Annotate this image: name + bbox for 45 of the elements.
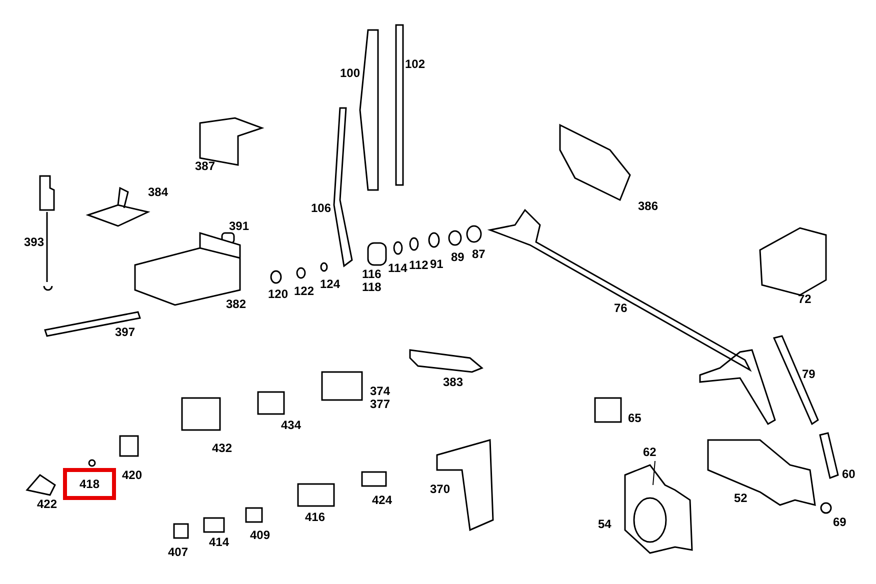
callout-number: 414 (209, 536, 230, 549)
callout-number: 407 (168, 546, 188, 559)
callout-number: 116 (362, 268, 382, 281)
callout-number: 54 (598, 518, 612, 531)
callout-number: 102 (405, 58, 426, 71)
callout-number: 76 (614, 302, 628, 315)
callout-number: 52 (734, 492, 748, 505)
callout-number: 391 (229, 220, 250, 233)
callout-number: 89 (451, 251, 464, 264)
callout-number: 370 (430, 483, 450, 496)
callout-number: 393 (24, 236, 44, 249)
callout-number: 60 (842, 468, 856, 481)
callout-number: 418 (79, 478, 100, 490)
callout-number: 386 (638, 200, 658, 213)
callout-number: 374 (370, 385, 390, 398)
callout-number: 420 (122, 469, 142, 482)
callout-number: 118 (362, 281, 382, 294)
callout-number: 112 (409, 259, 428, 272)
callout-number: 416 (305, 511, 326, 524)
callout-number: 65 (628, 412, 642, 425)
callout-number: 120 (268, 288, 288, 301)
callout-number: 114 (388, 262, 408, 275)
callout-number: 384 (148, 186, 168, 199)
highlight-frame (63, 468, 116, 500)
callout-number: 69 (833, 516, 846, 529)
callout-number: 434 (281, 419, 302, 432)
callout-number: 87 (472, 248, 486, 261)
callout-number: 377 (370, 398, 390, 411)
callout-number: 397 (115, 326, 136, 339)
callout-number: 72 (798, 293, 812, 306)
callout-number: 422 (37, 498, 58, 511)
callout-number: 100 (340, 67, 360, 80)
callout-number: 409 (250, 529, 270, 542)
callout-number: 106 (311, 202, 332, 215)
callout-number: 424 (372, 494, 392, 507)
callout-number: 387 (195, 160, 216, 173)
callout-number: 124 (320, 278, 340, 291)
callout-number: 382 (226, 298, 246, 311)
leader-line (652, 460, 656, 486)
callout-number: 383 (443, 376, 464, 389)
callout-number: 91 (430, 258, 444, 271)
callout-number: 62 (643, 446, 663, 460)
callout-number: 122 (294, 285, 314, 298)
callout-number: 432 (212, 442, 232, 455)
callout-number: 79 (802, 368, 816, 381)
